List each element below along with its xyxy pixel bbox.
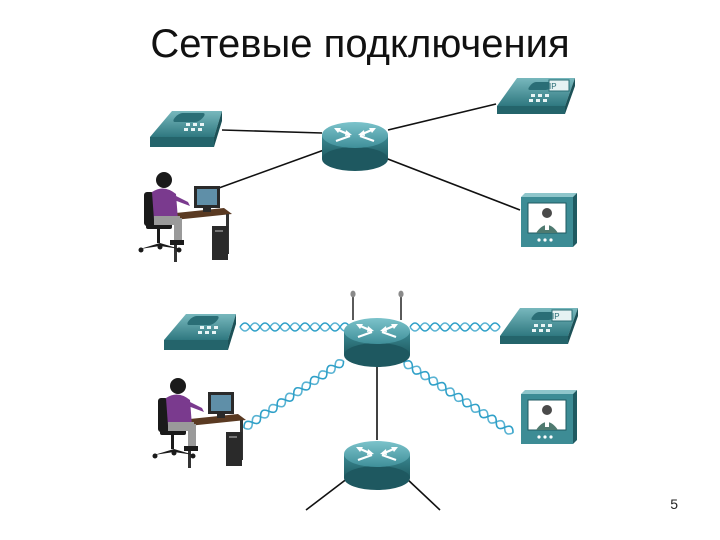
wave-phone-router (239, 322, 351, 332)
router-icon (320, 120, 390, 173)
ip-badge-label: IP (552, 312, 560, 321)
ip-phone-icon (499, 307, 579, 345)
phone-icon (164, 314, 236, 350)
antenna-right-icon (397, 289, 405, 321)
phone-icon (150, 111, 222, 147)
link-router-video-phone (379, 155, 521, 211)
video-phone-icon (520, 192, 578, 248)
link-router-ip-phone (387, 103, 497, 131)
wired-links (204, 103, 521, 211)
link-pc-router (204, 149, 325, 194)
link-phone-router (221, 129, 323, 134)
slide-title: Сетевые подключения (150, 22, 570, 66)
ip-phone-icon (496, 77, 576, 115)
pc-user-icon (138, 172, 232, 262)
pc-user-icon (152, 378, 246, 468)
router-icon (342, 439, 412, 492)
video-phone-icon (520, 389, 578, 445)
ip-badge-label: IP (549, 82, 557, 91)
wireless-router-icon (342, 316, 412, 369)
antenna-left-icon (349, 289, 357, 321)
wave-router-video-phone (403, 360, 514, 433)
outgoing-links (305, 477, 441, 511)
page-number: 5 (670, 496, 678, 512)
wave-router-ip-phone (409, 322, 501, 332)
wireless-links (239, 322, 514, 435)
